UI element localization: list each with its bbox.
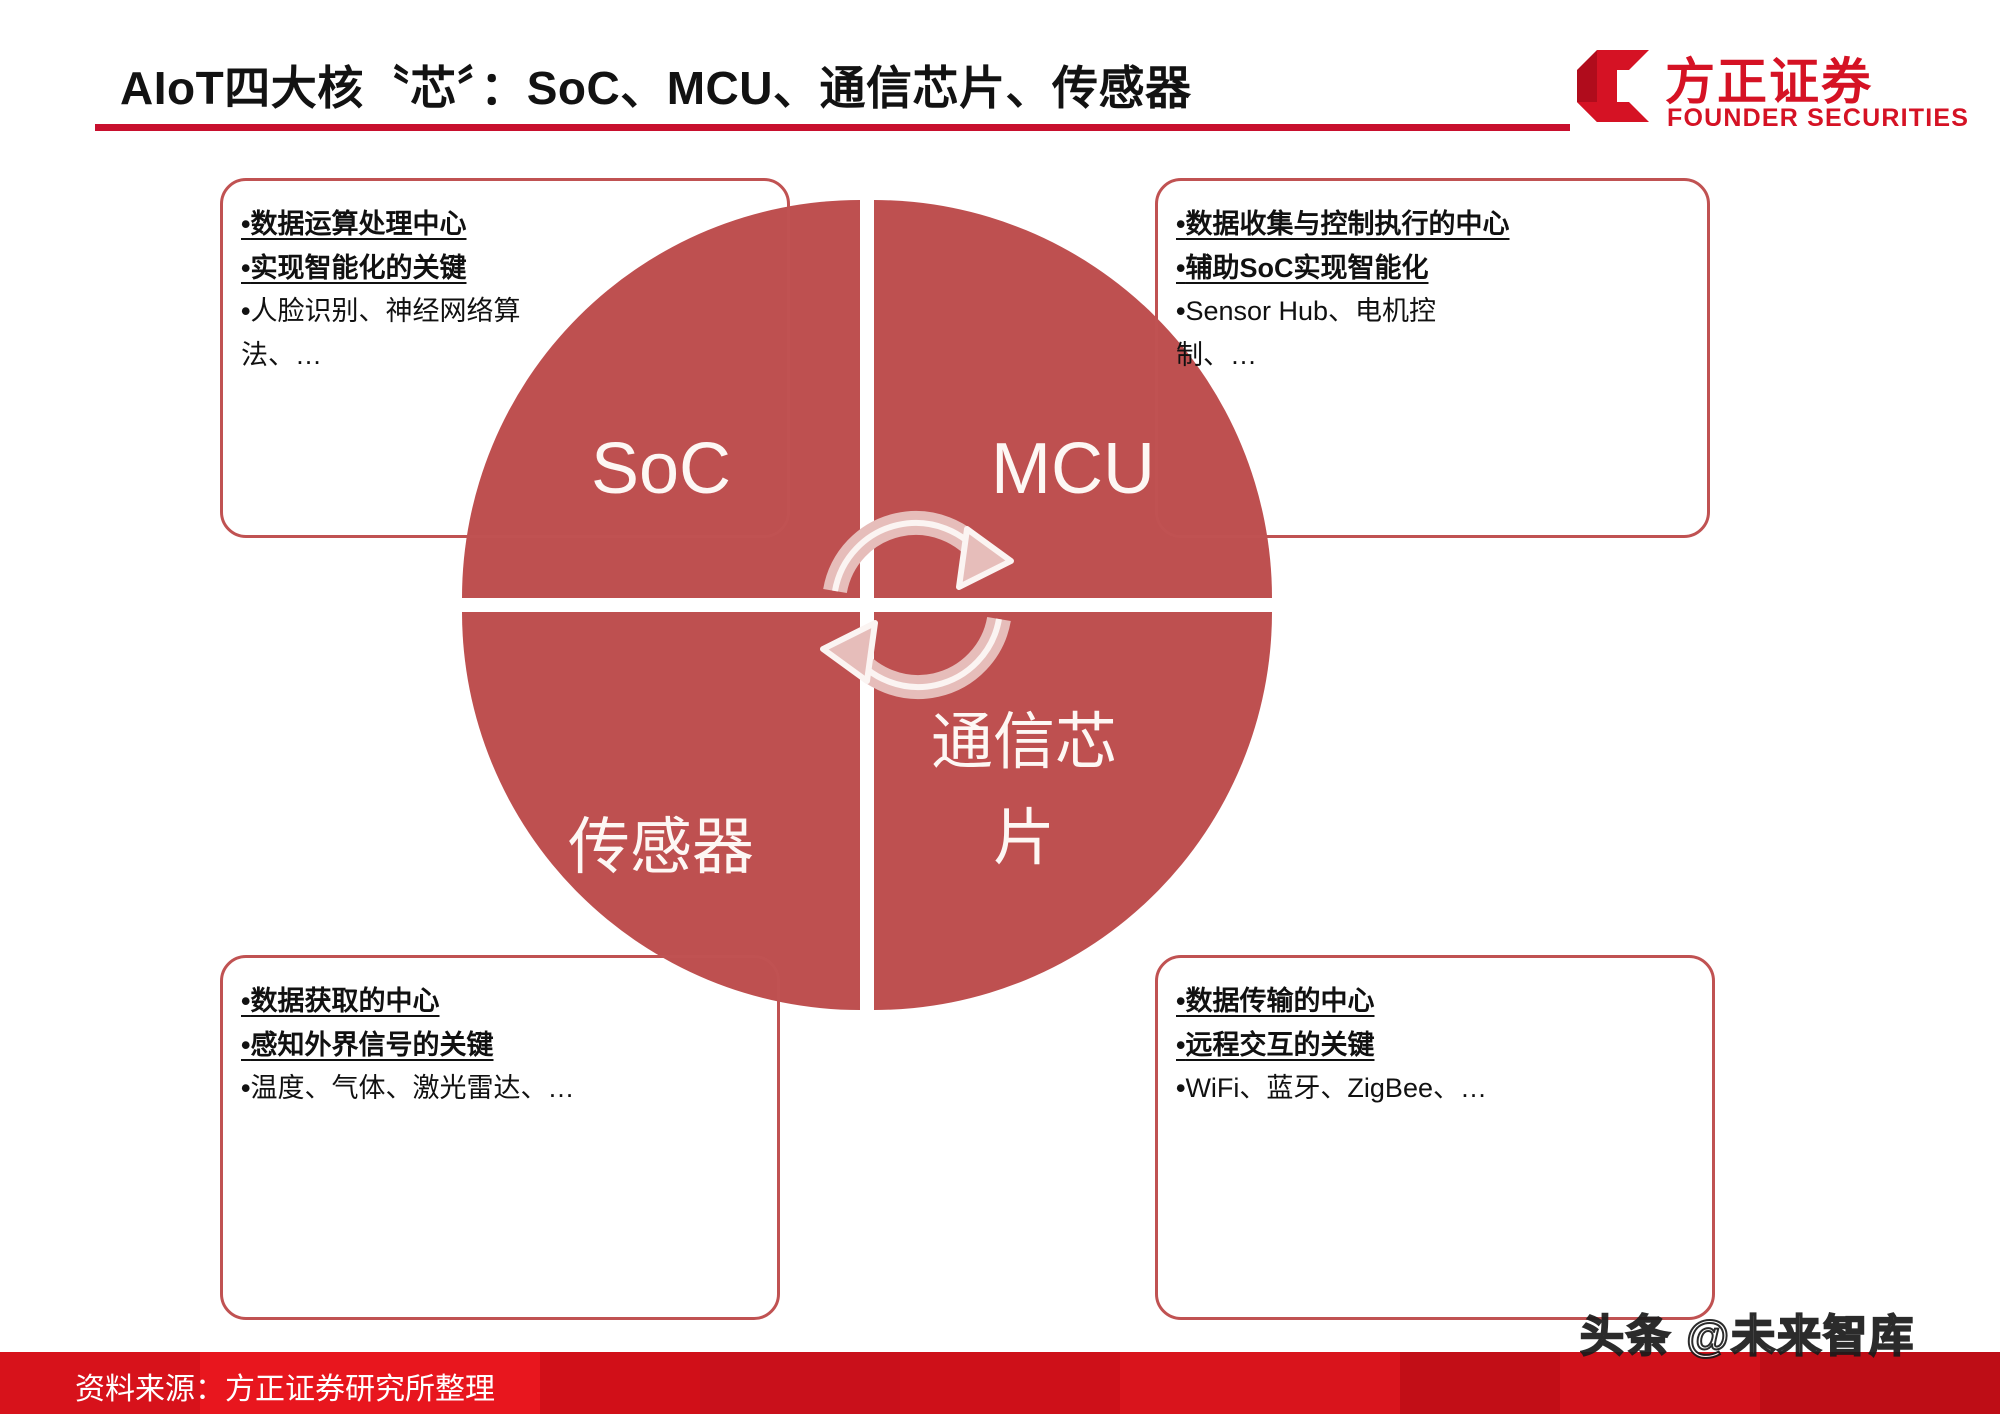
bullet-icon: •: [1176, 1029, 1186, 1060]
callout-line-text: 辅助SoC实现智能化: [1185, 252, 1429, 283]
callout-line: •远程交互的关键: [1176, 1024, 1698, 1068]
callout-line-text: 远程交互的关键: [1185, 1029, 1375, 1060]
quadrant-label-comm: 通信芯 片: [930, 708, 1117, 874]
quadrant-label-soc: SoC: [590, 429, 732, 509]
callout-line: •数据传输的中心: [1176, 980, 1698, 1024]
quadrant-label-mcu: MCU: [991, 429, 1155, 509]
callout-line: •数据运算处理中心: [241, 203, 773, 247]
page-header: AIoT四大核〝芯〞：SoC、MCU、通信芯片、传感器: [0, 0, 2000, 150]
callout-mcu[interactable]: •数据收集与控制执行的中心 •辅助SoC实现智能化 •Sensor Hub、电机…: [1155, 178, 1710, 538]
callout-line-text: 数据运算处理中心: [250, 209, 467, 239]
bullet-icon: •: [1176, 252, 1186, 283]
bullet-icon: •: [1176, 1073, 1186, 1104]
callout-line-text: 人脸识别、神经网络算 法、…: [241, 296, 521, 371]
logo-chinese-name: 方正证券: [1665, 54, 1873, 110]
callout-comm-lines: •数据传输的中心 •远程交互的关键 •WiFi、蓝牙、ZigBee、…: [1176, 980, 1698, 1111]
source-note: 资料来源：方正证券研究所整理: [75, 1373, 495, 1406]
bullet-icon: •: [1176, 986, 1186, 1016]
quadrant-sensor[interactable]: [462, 612, 860, 1010]
callout-line-text: 感知外界信号的关键: [250, 1029, 494, 1060]
bullet-icon: •: [1176, 296, 1186, 327]
callout-line: •WiFi、蓝牙、ZigBee、…: [1176, 1067, 1698, 1111]
bullet-icon: •: [241, 986, 251, 1016]
founder-securities-logo-mark-icon: [1577, 50, 1649, 122]
callout-soc[interactable]: •数据运算处理中心 •实现智能化的关键 •人脸识别、神经网络算 法、…: [220, 178, 790, 538]
bullet-icon: •: [241, 252, 251, 283]
callout-line-text: 实现智能化的关键: [250, 252, 467, 283]
callout-line-text: Sensor Hub、电机控 制、…: [1176, 296, 1437, 371]
quadrant-label-sensor: 传感器: [567, 813, 754, 882]
bullet-icon: •: [241, 209, 251, 239]
callout-line: •温度、气体、激光雷达、…: [241, 1067, 763, 1111]
callout-line: •感知外界信号的关键: [241, 1024, 763, 1068]
page-title: AIoT四大核〝芯〞：SoC、MCU、通信芯片、传感器: [120, 62, 1192, 114]
callout-line: •数据收集与控制执行的中心: [1176, 203, 1693, 247]
callout-sensor-lines: •数据获取的中心 •感知外界信号的关键 •温度、气体、激光雷达、…: [241, 980, 763, 1111]
callout-line-text: 数据获取的中心: [250, 986, 440, 1016]
callout-line-text: WiFi、蓝牙、ZigBee、…: [1185, 1073, 1487, 1104]
quadrant-circle-diagram: SoC MCU 传感器 通信芯 片: [462, 200, 1272, 1010]
footer-bar: 资料来源：方正证券研究所整理: [0, 1352, 2000, 1414]
callout-line-text: 温度、气体、激光雷达、…: [250, 1073, 575, 1104]
callout-sensor[interactable]: •数据获取的中心 •感知外界信号的关键 •温度、气体、激光雷达、…: [220, 955, 780, 1320]
callout-soc-lines: •数据运算处理中心 •实现智能化的关键 •人脸识别、神经网络算 法、…: [241, 203, 773, 378]
callout-line: •人脸识别、神经网络算 法、…: [241, 290, 773, 377]
callout-line: •实现智能化的关键: [241, 247, 773, 291]
title-underline-rule: [95, 124, 1570, 131]
callout-line: •Sensor Hub、电机控 制、…: [1176, 290, 1693, 377]
callout-line: •数据获取的中心: [241, 980, 763, 1024]
callout-comm[interactable]: •数据传输的中心 •远程交互的关键 •WiFi、蓝牙、ZigBee、…: [1155, 955, 1715, 1320]
bullet-icon: •: [241, 296, 251, 327]
bullet-icon: •: [241, 1029, 251, 1060]
callout-line: •辅助SoC实现智能化: [1176, 247, 1693, 291]
watermark: 头条 @未来智库: [1579, 1311, 1916, 1362]
callout-mcu-lines: •数据收集与控制执行的中心 •辅助SoC实现智能化 •Sensor Hub、电机…: [1176, 203, 1693, 378]
logo-english-name: FOUNDER SECURITIES: [1667, 104, 1970, 132]
callout-line-text: 数据收集与控制执行的中心: [1185, 209, 1510, 239]
bullet-icon: •: [1176, 209, 1186, 239]
callout-line-text: 数据传输的中心: [1185, 986, 1375, 1016]
brand-logo: 方正证券 FOUNDER SECURITIES: [1575, 42, 1968, 138]
bullet-icon: •: [241, 1073, 251, 1104]
